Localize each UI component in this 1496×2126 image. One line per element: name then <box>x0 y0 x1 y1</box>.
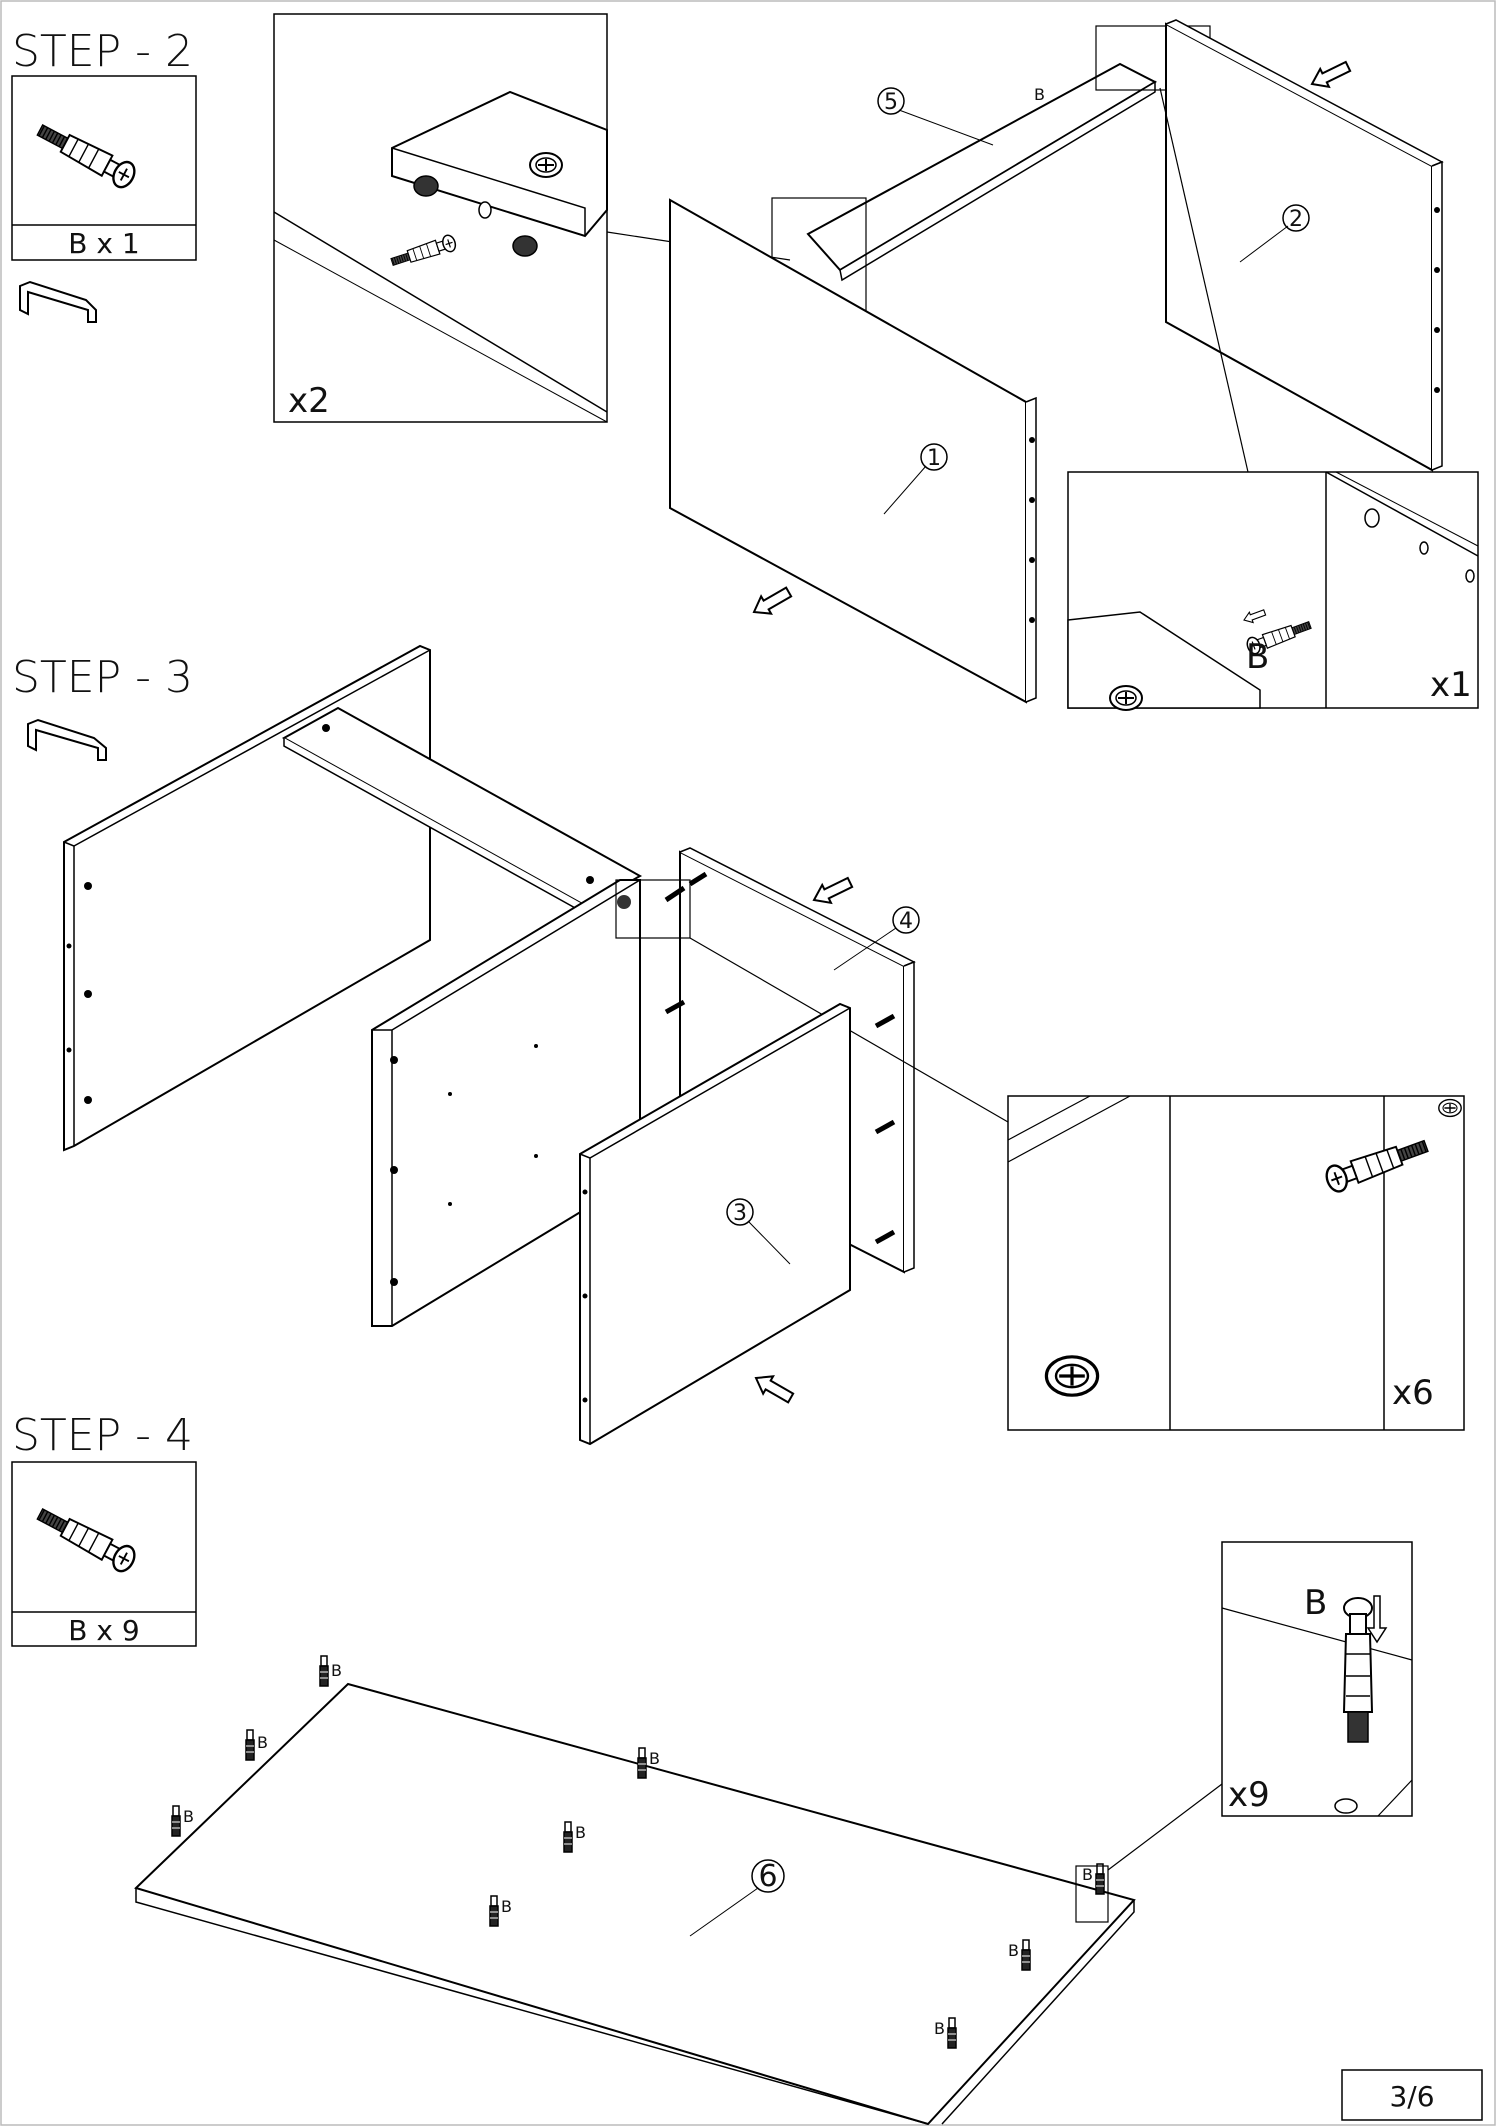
part-3-panel: 3 <box>579 1002 851 1446</box>
cam-lock-icon <box>529 152 563 178</box>
bolt-letter: B <box>934 2019 945 2038</box>
part-4-number: 4 <box>899 909 913 934</box>
step-4-title: STEP - 4 <box>12 1410 193 1461</box>
push-arrow-icon <box>1366 1595 1388 1644</box>
part-2-number: 2 <box>1289 207 1303 232</box>
bolt-letter: B <box>649 1749 660 1768</box>
step-2-detail-right: B x1 <box>1067 471 1479 711</box>
bolt-letter: B <box>257 1733 268 1752</box>
step-2-callout-x2: x2 <box>288 381 330 421</box>
page-number-box: 3/6 <box>1341 2069 1483 2121</box>
bolt-letter: B <box>1008 1941 1019 1960</box>
step-2-title: STEP - 2 <box>12 26 193 77</box>
part-1-panel: 1 <box>669 198 1037 704</box>
step-4-bolt-5: B <box>563 1821 586 1853</box>
step-3-detail: x6 <box>1007 1095 1465 1431</box>
step-3-title: STEP - 3 <box>12 652 193 703</box>
step-4-detail: B x9 <box>1221 1541 1413 1817</box>
part-6-panel: 6 <box>134 1682 1136 2126</box>
step-4-callout-x9: x9 <box>1228 1775 1270 1815</box>
step-2-detail-left: x2 <box>273 13 608 423</box>
step-4-bolt-9: B <box>934 2017 957 2049</box>
step-4-bolt-3: B <box>171 1805 194 1837</box>
step-4-hardware-box: B x 9 <box>11 1461 197 1647</box>
part-6-number: 6 <box>758 1859 777 1894</box>
step-4-bolt-7: B <box>1082 1863 1105 1895</box>
step-4-detail-hardware-letter: B <box>1304 1583 1327 1623</box>
step-2-detail-hardware-letter: B <box>1246 637 1269 677</box>
step-4-bolt-8: B <box>1008 1939 1031 1971</box>
allen-key-icon <box>19 280 97 323</box>
cam-lock-icon <box>1044 1355 1100 1397</box>
cam-lock-icon <box>1438 1098 1462 1118</box>
part-3-number: 3 <box>733 1201 747 1226</box>
bolt-letter: B <box>501 1897 512 1916</box>
bolt-letter: B <box>331 1661 342 1680</box>
step-3-callout-x6: x6 <box>1392 1373 1434 1413</box>
push-arrow-icon <box>750 1368 797 1408</box>
part-5-rail: B 5 <box>771 25 1211 313</box>
part-5-hardware-letter: B <box>1034 85 1045 104</box>
step-4-bolt-6: B <box>489 1895 512 1927</box>
cam-lock-icon <box>1109 685 1143 711</box>
step-2-callout-x1: x1 <box>1430 665 1472 705</box>
part-2-panel: 2 <box>1165 19 1444 472</box>
part-1-number: 1 <box>927 446 941 471</box>
step-4-bolt-4: B <box>637 1747 660 1779</box>
step-4-bolt-2: B <box>245 1729 268 1761</box>
push-arrow-icon <box>1306 56 1354 94</box>
bolt-letter: B <box>1082 1865 1093 1884</box>
bolt-letter: B <box>183 1807 194 1826</box>
part-5-number: 5 <box>884 90 898 115</box>
allen-key-icon <box>27 718 107 761</box>
push-arrow-icon <box>808 872 856 910</box>
push-arrow-icon <box>748 582 795 622</box>
bolt-letter: B <box>575 1823 586 1842</box>
step-4-bolt-1: B <box>319 1655 342 1687</box>
step-4-hardware-count: B x 9 <box>68 1614 139 1647</box>
step-2-hardware-box: B x 1 <box>11 75 197 261</box>
cam-bolt-icon <box>1342 1597 1374 1743</box>
page-number: 3/6 <box>1389 2080 1434 2113</box>
step-2-hardware-count: B x 1 <box>68 227 139 260</box>
